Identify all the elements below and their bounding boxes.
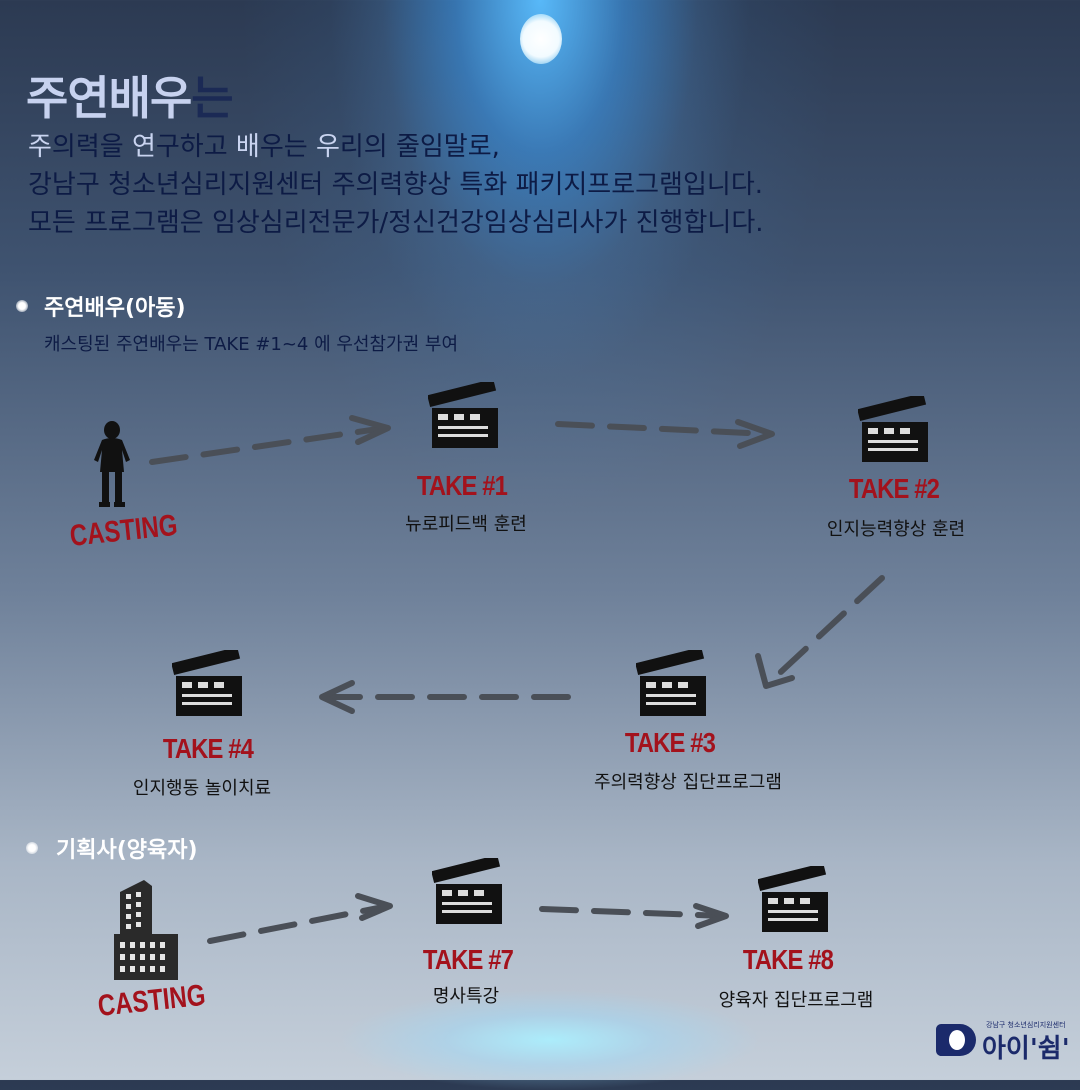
intro-line-2: 강남구 청소년심리지원센터 주의력향상 특화 패키지프로그램입니다. [28,170,764,200]
arrow-take1-to-take2 [555,421,773,437]
intro-highlight: 배 [235,132,260,162]
take-7-desc: 명사특강 [432,986,500,1007]
building-icon [114,880,178,980]
spotlight-icon [520,14,562,64]
title-main: 주연배우 [26,71,192,125]
clapperboard-icon [858,396,928,462]
section-heading-child: 주연배우(아동) [44,296,186,321]
arrow-take7-to-take8 [539,906,727,919]
floor-glow [340,990,760,1090]
arrowhead-icon [693,903,729,929]
arrow-casting-to-take7 [207,903,391,944]
intro-text-part: 구하고 [155,132,236,162]
take-3-desc: 주의력향상 집단프로그램 [594,772,782,793]
intro-highlight: 주 [28,132,52,162]
center-logo: 강남구 청소년심리지원센터 아이'쉼' [936,1020,1070,1064]
take-1-desc: 뉴로피드백 훈련 [405,514,527,535]
intro-highlight: 우 [315,132,340,162]
take-8-title: TAKE #8 [742,944,834,975]
clapperboard-icon [432,858,502,924]
intro-highlight: 연 [131,132,156,162]
take-2-desc: 인지능력향상 훈련 [826,519,966,540]
intro-text-part: 우는 [259,132,316,162]
clapperboard-icon [758,866,828,932]
page-title: 주연배우는 [26,62,234,128]
arrowhead-icon [355,893,393,921]
section-subtitle-child: 캐스팅된 주연배우는 TAKE #1~4 에 우선참가권 부여 [44,334,459,355]
intro-line-1: 주의력을 연구하고 배우는 우리의 줄임말로, [28,128,764,166]
take-8-desc: 양육자 집단프로그램 [718,990,874,1011]
clapperboard-icon [428,382,498,448]
logo-mark-icon [936,1024,976,1056]
logo-text: 아이'쉼' [982,1034,1070,1064]
logo-org-name: 강남구 청소년심리지원센터 [986,1021,1066,1029]
section-heading-parent: 기획사(양육자) [56,838,198,863]
clapperboard-icon [172,650,242,716]
title-suffix: 는 [191,71,233,125]
arrowhead-icon [755,653,795,689]
arrow-casting-to-take1 [149,425,388,465]
take-3-title: TAKE #3 [624,727,716,758]
take-4-title: TAKE #4 [162,733,254,764]
arrowhead-icon [349,415,391,445]
take-7-title: TAKE #7 [422,944,514,975]
arrowhead-icon [319,680,355,714]
bullet-icon [16,300,28,312]
take-2-title: TAKE #2 [848,473,940,504]
take-1-title: TAKE #1 [416,470,508,501]
bullet-icon [26,842,38,854]
intro-text: 주의력을 연구하고 배우는 우리의 줄임말로, 강남구 청소년심리지원센터 주의… [28,128,764,242]
take-4-desc: 인지행동 놀이치료 [132,778,272,799]
child-silhouette-icon [94,421,130,507]
intro-text-part: 리의 줄임말로, [339,132,500,162]
arrowhead-icon [735,419,775,449]
intro-line-3: 모든 프로그램은 임상심리전문가/정신건강임상심리사가 진행합니다. [28,208,764,238]
clapperboard-icon [636,650,706,716]
intro-text-part: 의력을 [51,132,132,162]
arrow-take2-to-take3 [767,575,885,685]
